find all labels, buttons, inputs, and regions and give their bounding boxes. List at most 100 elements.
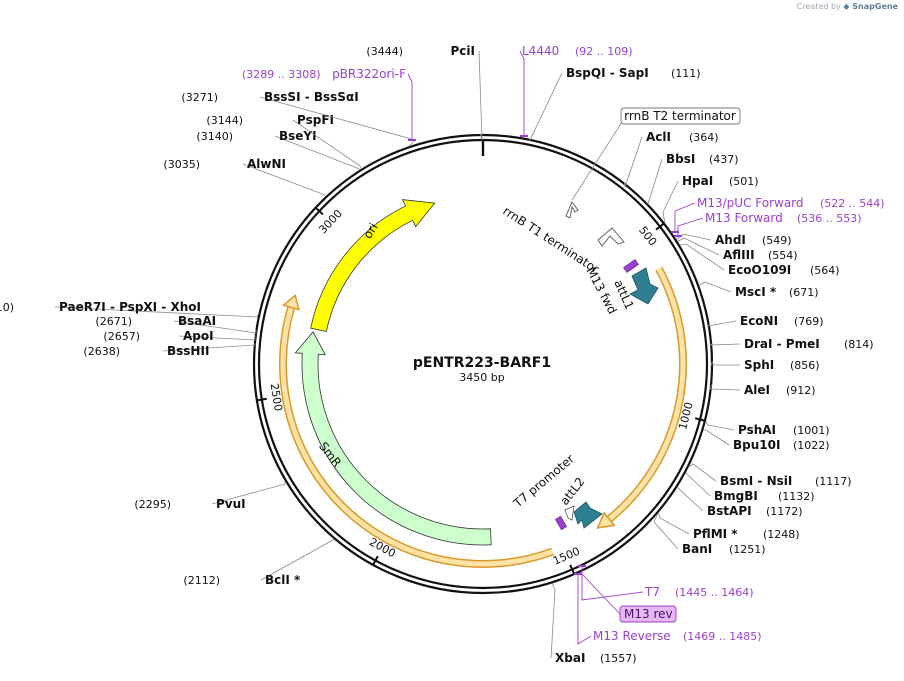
site-name: PspFI — [297, 113, 334, 127]
site-position: (3035) — [163, 158, 200, 171]
site-leader — [658, 512, 690, 535]
site-position: (364) — [689, 131, 719, 144]
site-leader — [677, 237, 720, 256]
site-name: EcoO109I — [728, 263, 791, 277]
rrnb-t2-terminator-feature — [565, 201, 579, 219]
tick-mark — [314, 206, 324, 216]
site-leader — [679, 243, 725, 271]
site-name: BbsI — [666, 152, 695, 166]
site-leader — [677, 486, 704, 512]
site-position: (501) — [729, 175, 759, 188]
primer-leader — [519, 50, 525, 136]
site-leader — [698, 281, 732, 293]
site-leader — [260, 538, 335, 581]
site-leader — [653, 513, 679, 550]
site-leader — [710, 361, 740, 366]
site-leader — [54, 306, 260, 318]
tick-mark — [569, 564, 576, 575]
site-leader — [647, 158, 663, 205]
primer-leader — [579, 571, 621, 615]
site-name: BstAPI — [707, 504, 752, 518]
site-position: (1022) — [793, 439, 830, 452]
snapgene-logo: ◆ SnapGene — [843, 2, 898, 11]
site-name: ApoI — [183, 329, 214, 343]
rrnb-t1-label: rrnB T1 terminator — [500, 204, 601, 277]
site-leader — [685, 472, 711, 497]
site-position: (1001) — [793, 424, 830, 437]
primer-leader — [674, 202, 696, 232]
site-position: (1117) — [815, 475, 852, 488]
primer-position: (522 .. 544) — [820, 197, 885, 210]
site-leader — [662, 180, 679, 224]
site-position: (549) — [762, 234, 792, 247]
site-leader — [624, 136, 643, 188]
tick-mark — [372, 555, 379, 566]
site-leader — [274, 135, 361, 171]
site-position: (814) — [844, 338, 874, 351]
site-position: (437) — [709, 153, 739, 166]
site-name: BanI — [682, 542, 712, 556]
site-name: PaeR7I - PspXI - XhoI — [59, 300, 201, 314]
site-leader — [705, 421, 735, 431]
site-name: BmgBI — [714, 489, 758, 503]
site-position: (1172) — [766, 505, 803, 518]
site-name: BclI * — [265, 573, 301, 587]
site-leader — [688, 463, 717, 482]
site-position: (2112) — [183, 574, 220, 587]
site-position: (1251) — [729, 543, 766, 556]
site-position: (2638) — [83, 345, 120, 358]
site-position: (564) — [810, 264, 840, 277]
features-layer — [279, 199, 687, 568]
site-name: Bpu10I — [733, 438, 780, 452]
site-position: (2657) — [103, 330, 140, 343]
site-leader — [676, 233, 712, 241]
site-leader — [242, 163, 326, 197]
site-position: (3444) — [366, 45, 403, 58]
primer-name: pBR322ori-F — [332, 67, 406, 81]
site-leader — [478, 50, 483, 141]
rrnb-t2-callout: rrnB T2 terminator — [571, 107, 741, 201]
plasmid-length: 3450 bp — [459, 371, 504, 384]
site-position: (2710) — [0, 301, 14, 314]
primer-name: M13 Reverse — [593, 629, 671, 643]
attl2-feature — [573, 501, 603, 529]
site-name: AleI — [744, 383, 770, 397]
site-leader — [550, 583, 556, 659]
site-position: (769) — [794, 315, 824, 328]
tick-label: 1500 — [551, 545, 582, 568]
site-position: (111) — [671, 67, 701, 80]
site-name: BspQI - SapI — [566, 66, 649, 80]
tick-mark — [256, 397, 267, 402]
site-name: DraI - PmeI — [744, 337, 820, 351]
site-position: (2295) — [134, 498, 171, 511]
primer-position: (1469 .. 1485) — [683, 630, 762, 643]
t7-promoter-feature — [554, 515, 568, 531]
site-name: PvuI — [216, 497, 246, 511]
plasmid-name: pENTR223-BARF1 — [413, 355, 551, 371]
m13-fwd-label: M13 fwd — [583, 265, 619, 317]
site-position: (1557) — [600, 652, 637, 665]
primer-leader — [407, 73, 413, 140]
rrnb-t2-box — [620, 107, 741, 125]
orf2-feature — [280, 306, 554, 567]
site-name: HpaI — [682, 174, 713, 188]
site-position: (3271) — [181, 91, 218, 104]
site-leader — [707, 320, 737, 327]
primer-leader — [577, 574, 592, 645]
primer-name: L4440 — [522, 44, 559, 58]
site-leader — [528, 72, 563, 141]
attl1-feature — [629, 267, 659, 305]
site-leader — [178, 334, 256, 341]
site-name: EcoNI — [740, 314, 778, 328]
rrnb-t2-leader — [571, 121, 623, 201]
site-leader — [162, 342, 256, 352]
site-name: XbaI — [555, 651, 585, 665]
site-name: PciI — [451, 44, 476, 58]
site-name: AhdI — [715, 233, 746, 247]
site-name: AlwNI — [247, 157, 286, 171]
site-name: BsmI - NsiI — [720, 474, 792, 488]
site-name: PshAI — [738, 423, 776, 437]
site-position: (3140) — [196, 130, 233, 143]
